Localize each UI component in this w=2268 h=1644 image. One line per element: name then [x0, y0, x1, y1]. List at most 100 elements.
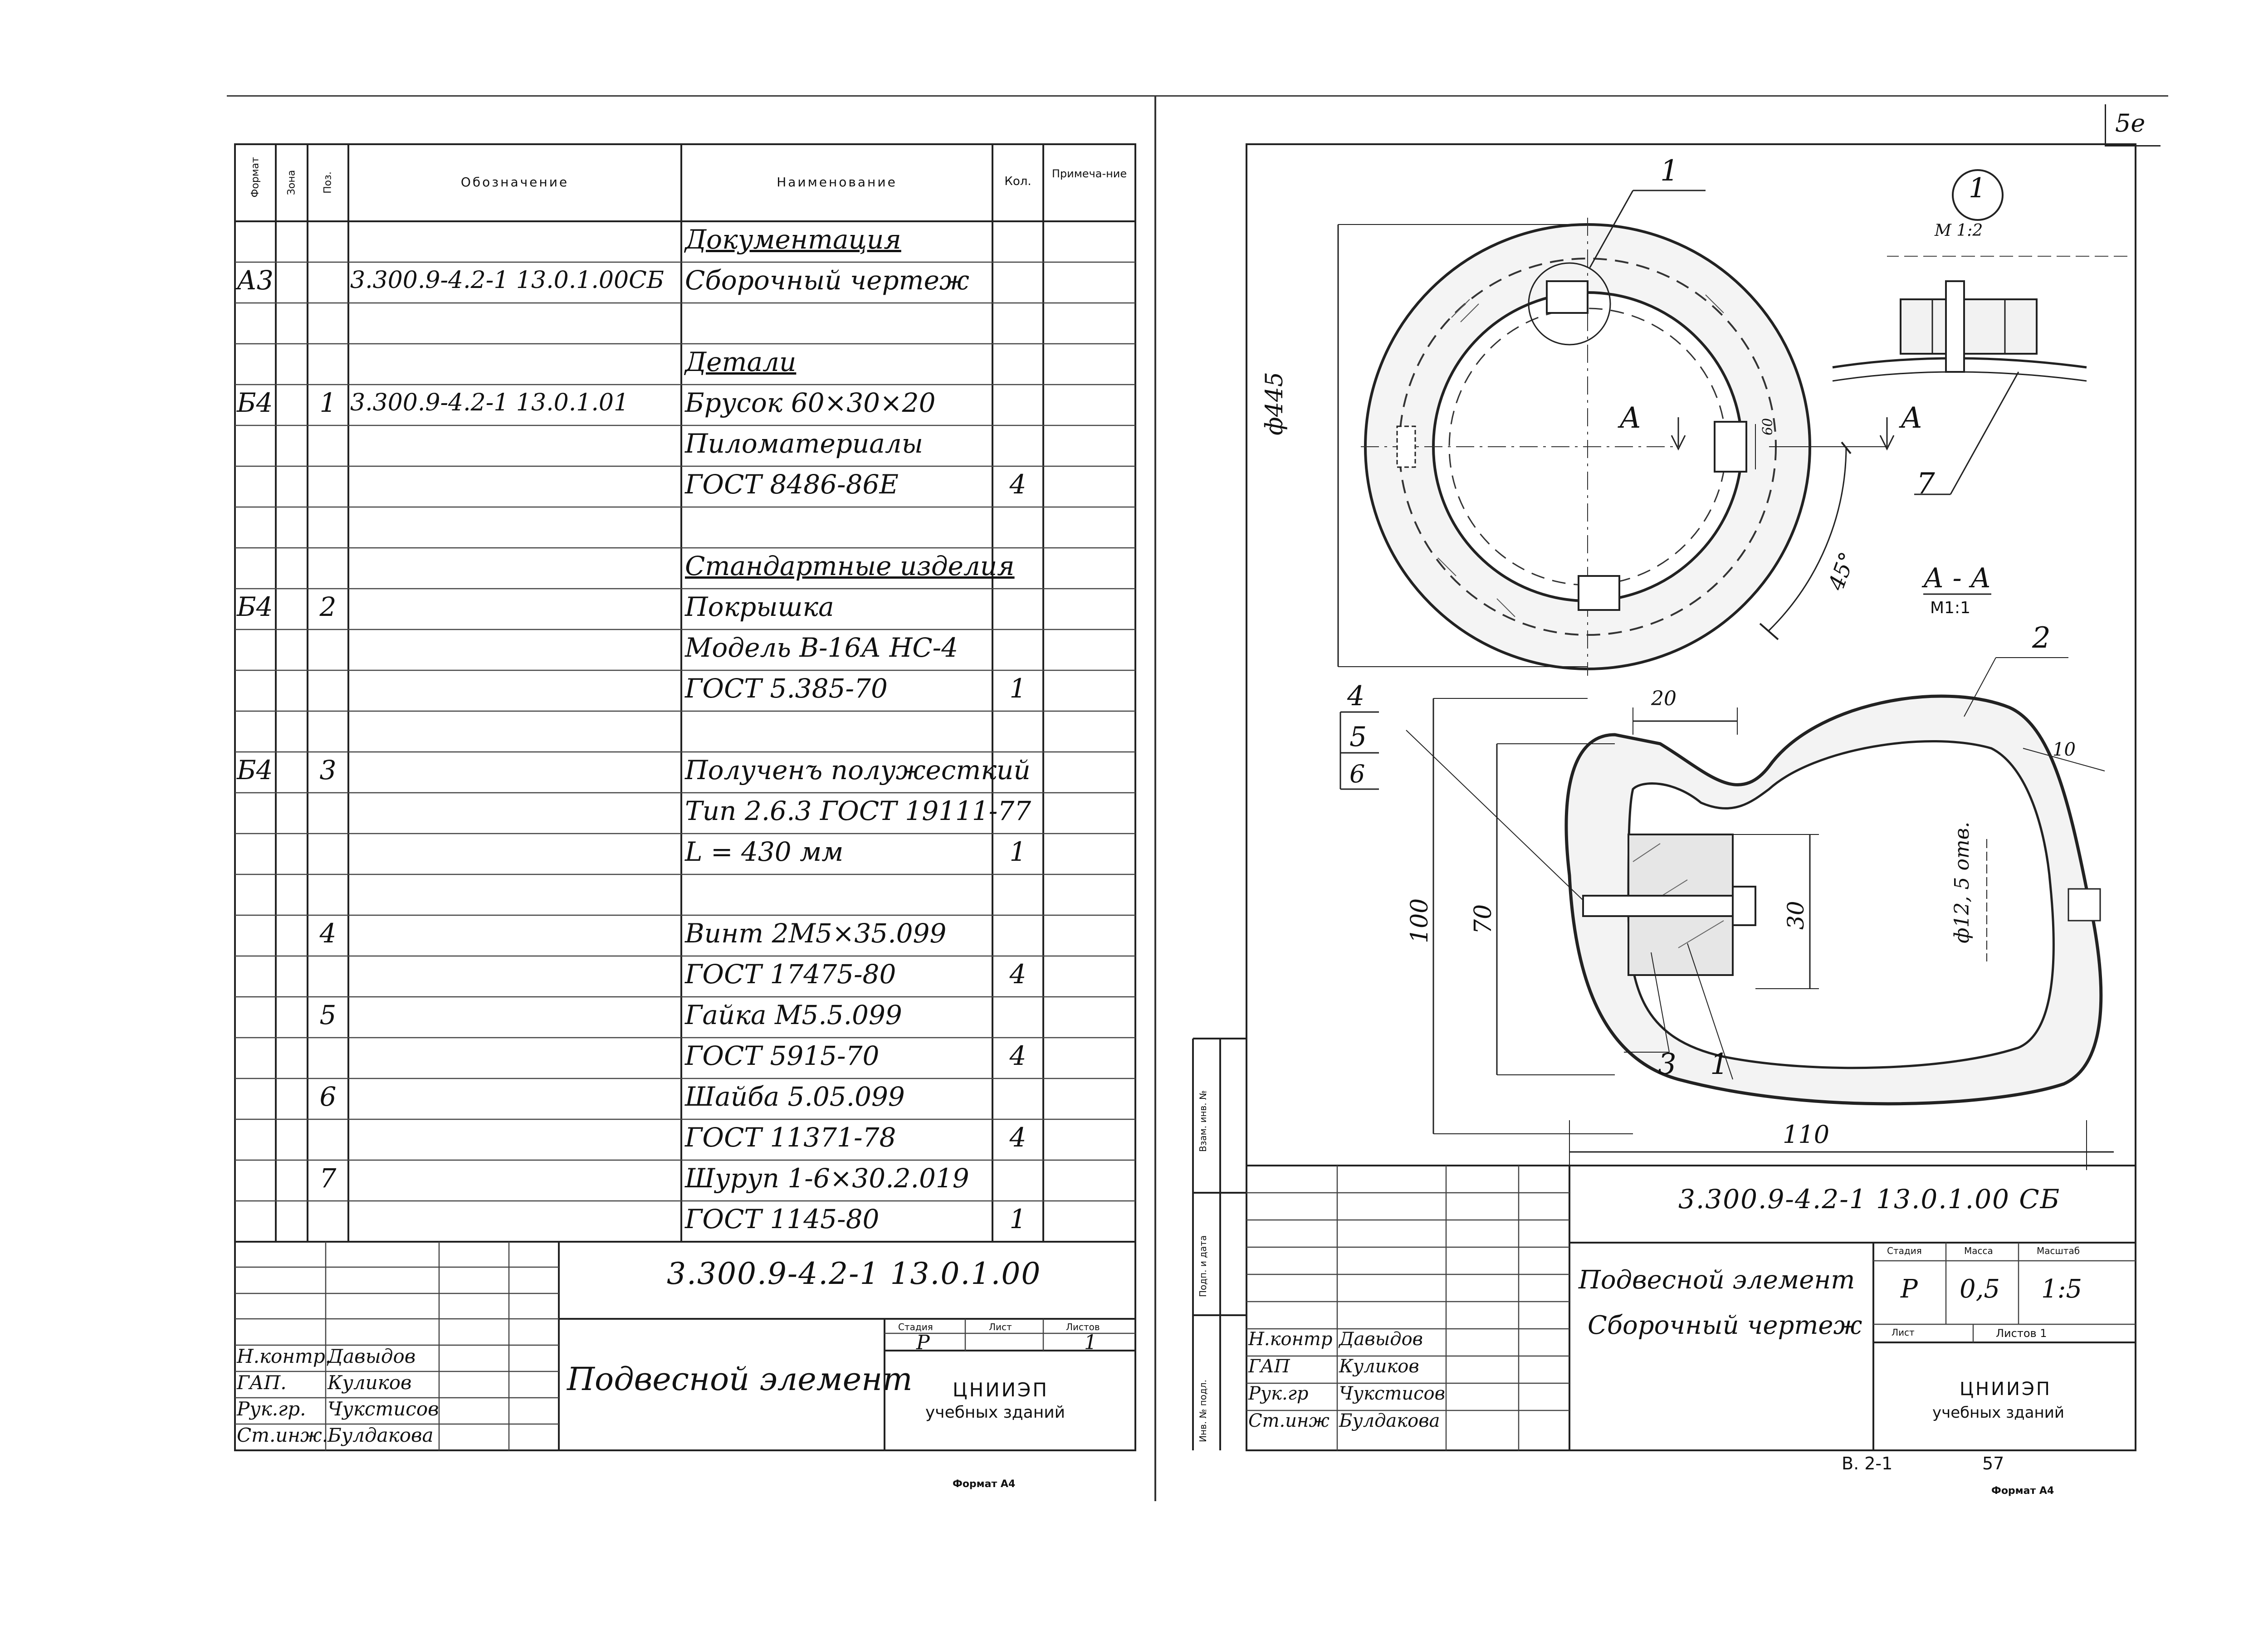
side-label-sign: Подп. и дата [1198, 1235, 1208, 1297]
spec-name: Шуруп 1-6×30.2.019 [685, 1163, 969, 1194]
stamp-role: Ст.инж [1248, 1410, 1330, 1431]
spec-name: Стандартные изделия [685, 551, 1015, 581]
header-designation: Обозначение [460, 175, 569, 190]
section-scale: М1:1 [1930, 599, 1970, 617]
spec-pos: 6 [319, 1081, 337, 1112]
stamp-name: Булдакова [1339, 1410, 1440, 1431]
dim-10: 10 [2053, 739, 2076, 760]
right-stamp-stage-header: Стадия [1887, 1245, 1922, 1256]
node-scale: М 1:2 [1935, 221, 1983, 240]
spec-name: Винт 2М5×35.099 [685, 918, 947, 949]
side-label-replace: Взам. инв. № [1198, 1090, 1208, 1152]
section-mark-right: А [1901, 401, 1923, 435]
left-stamp-code: 3.300.9-4.2-1 13.0.1.00 [667, 1256, 1041, 1291]
spec-name: Брусок 60×30×20 [685, 387, 936, 418]
dim-100: 100 [1406, 898, 1433, 943]
right-stamp-org1: ЦНИИЭП [1960, 1379, 2052, 1400]
stamp-role: Рук.гр [1248, 1383, 1309, 1404]
dim-110: 110 [1783, 1120, 1830, 1149]
left-stamp-stage: Р [916, 1331, 930, 1354]
right-stamp-title2: Сборочный чертеж [1588, 1311, 1862, 1340]
right-stamp-org2: учебных зданий [1932, 1404, 2064, 1422]
left-stamp-stage-header: Стадия [898, 1322, 933, 1332]
stamp-name: Куликов [327, 1371, 412, 1394]
right-format-note: Формат А4 [1991, 1485, 2054, 1497]
spec-name: Пиломатериалы [685, 428, 924, 459]
left-stamp-sheet-header: Лист [989, 1322, 1012, 1332]
left-format-note: Формат А4 [953, 1478, 1016, 1490]
spec-pos: 3 [319, 755, 337, 785]
spec-pos: 4 [319, 918, 337, 949]
spec-name: ГОСТ 17475-80 [685, 959, 896, 990]
stamp-name: Чукстисов [1339, 1383, 1445, 1404]
left-stamp-sheets-header: Листов [1066, 1322, 1100, 1332]
dim-30: 30 [1783, 901, 1809, 930]
holes-note: ф12, 5 отв. [1950, 821, 1974, 943]
right-stamp-scale: 1:5 [2041, 1274, 2082, 1304]
spec-name: Тип 2.6.3 ГОСТ 19111-77 [685, 795, 1031, 826]
spec-format: Б4 [237, 591, 273, 622]
spec-qty: 4 [1009, 1122, 1026, 1153]
spec-name: Документация [685, 224, 901, 255]
left-stamp-title: Подвесной элемент [567, 1361, 913, 1398]
stamp-role: ГАП [1248, 1356, 1290, 1377]
header-format: Формат [249, 157, 261, 198]
spec-pos: 1 [319, 387, 337, 418]
pos-4-label: 4 [1347, 680, 1365, 712]
header-note: Примеча-ние [1051, 167, 1127, 180]
spec-name: ГОСТ 5915-70 [685, 1040, 880, 1071]
spec-qty: 1 [1009, 1204, 1026, 1234]
dim-70: 70 [1470, 904, 1497, 934]
pos-3-label: 3 [1658, 1048, 1677, 1081]
top-frame-line [227, 95, 2168, 97]
pos-2-label: 2 [2032, 621, 2051, 655]
spec-pos: 7 [319, 1163, 337, 1194]
right-stamp-code: 3.300.9-4.2-1 13.0.1.00 СБ [1678, 1184, 2061, 1215]
node-number: 1 [1969, 172, 1986, 204]
spec-pos: 5 [319, 1000, 337, 1030]
sheet-mark: 5е [2115, 109, 2146, 137]
section-title: А - А [1923, 562, 1991, 594]
sheet-frame-mark: 5е [2105, 104, 2160, 146]
right-stamp-scale-header: Масштаб [2037, 1245, 2080, 1256]
spec-name: Шайба 5.05.099 [685, 1081, 905, 1112]
stamp-role: ГАП. [237, 1371, 287, 1394]
node-1-detail [1832, 169, 2127, 495]
header-qty: Кол. [1004, 175, 1031, 188]
spec-name: Покрышка [685, 591, 834, 622]
spec-name: Детали [685, 346, 797, 377]
spec-name: Гайка М5.5.099 [685, 1000, 902, 1030]
spec-name: ГОСТ 11371-78 [685, 1122, 896, 1153]
header-pos: Поз. [322, 171, 334, 194]
stamp-role: Ст.инж. [237, 1424, 328, 1446]
pos-1-label: 1 [1710, 1048, 1729, 1081]
header-zone: Зона [286, 170, 298, 195]
stamp-role: Н.контр. [237, 1345, 332, 1367]
album-number: В. 2-1 [1842, 1454, 1893, 1473]
stamp-role: Рук.гр. [237, 1398, 306, 1420]
spec-name: Сборочный чертеж [685, 265, 969, 296]
right-stamp-sheet-header: Лист [1892, 1327, 1915, 1338]
page-number: 57 [1982, 1454, 2004, 1473]
spec-qty: 1 [1009, 836, 1026, 867]
right-stamp-mass: 0,5 [1960, 1274, 2000, 1304]
spec-format: Б4 [237, 755, 273, 785]
spec-name: Модель В-16А НС-4 [685, 632, 958, 663]
spec-format: А3 [237, 265, 274, 296]
spec-designation: 3.300.9-4.2-1 13.0.1.01 [350, 389, 629, 416]
stamp-name: Давыдов [1339, 1329, 1423, 1350]
spec-qty: 4 [1009, 959, 1026, 990]
left-stamp-org1: ЦНИИЭП [953, 1379, 1049, 1401]
sheet-divider-line [1154, 95, 1156, 1501]
spec-name: ГОСТ 8486-86Е [685, 469, 899, 500]
right-stamp-sheets-header: Листов 1 [1996, 1327, 2047, 1340]
plan-diameter: ф445 [1261, 372, 1288, 435]
stamp-name: Куликов [1339, 1356, 1419, 1377]
spec-pos: 2 [319, 591, 337, 622]
tire-ring-plan [1337, 190, 1895, 676]
pos-7-label: 7 [1916, 467, 1935, 501]
spec-name: L = 430 мм [685, 836, 844, 867]
right-stamp-mass-header: Масса [1964, 1245, 1993, 1256]
spec-qty: 4 [1009, 469, 1026, 500]
stamp-name: Давыдов [327, 1345, 416, 1367]
